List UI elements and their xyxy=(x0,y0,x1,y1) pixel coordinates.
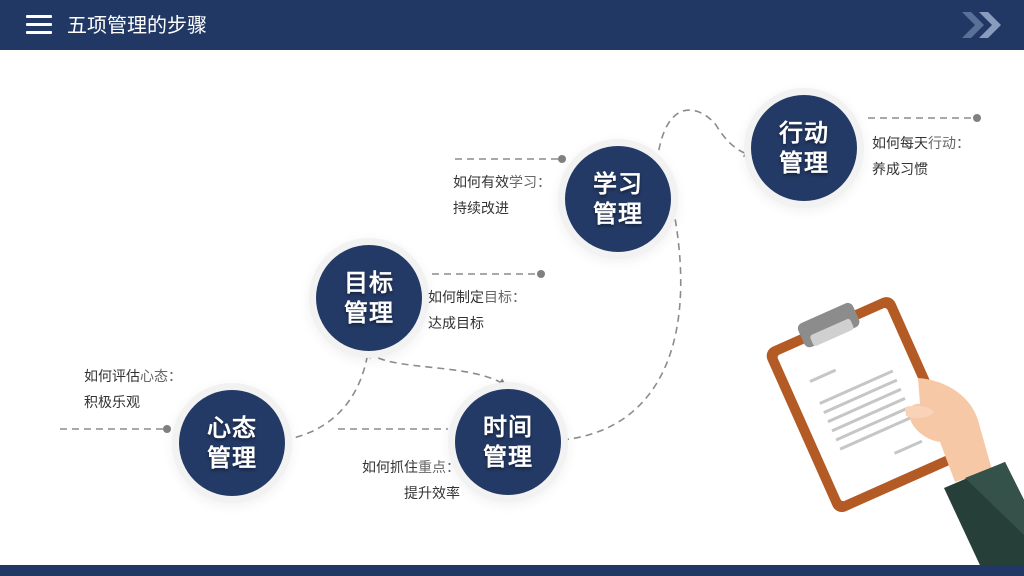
step-desc-goal: 如何制定目标： 达成目标 xyxy=(428,285,526,337)
step-label: 行动 管理 xyxy=(779,119,829,177)
step-desc-mindset: 如何评估心态： 积极乐观 xyxy=(84,364,182,416)
dash-dot-2 xyxy=(537,270,545,278)
step-label: 时间 管理 xyxy=(483,413,533,471)
step-desc-time: 如何抓住重点： 提升效率 xyxy=(355,455,460,507)
desc-keyword: 重点： xyxy=(418,460,460,476)
step-desc-action: 如何每天行动： 养成习惯 xyxy=(872,131,970,183)
flow-curve-4 xyxy=(656,109,752,163)
step-circle-action[interactable]: 行动 管理 xyxy=(751,95,857,201)
desc-text: 养成习惯 xyxy=(872,162,928,178)
desc-keyword: 学习： xyxy=(509,175,551,191)
step-desc-learning: 如何有效学习： 持续改进 xyxy=(453,170,551,222)
dash-dot-1 xyxy=(163,425,171,433)
step-circle-mindset[interactable]: 心态 管理 xyxy=(179,390,285,496)
step-label: 目标 管理 xyxy=(344,269,394,327)
flow-curve-3 xyxy=(561,200,682,441)
flow-curve-2 xyxy=(367,351,507,387)
footer-bar xyxy=(0,565,1024,576)
header-bar: 五项管理的步骤 xyxy=(0,0,1024,50)
desc-keyword: 心态： xyxy=(140,369,182,385)
dash-dot-5 xyxy=(973,114,981,122)
page-title: 五项管理的步骤 xyxy=(67,13,207,37)
step-label: 学习 管理 xyxy=(593,170,643,228)
flow-curve-1 xyxy=(283,350,372,441)
desc-keyword: 目标： xyxy=(484,290,526,306)
step-label: 心态 管理 xyxy=(207,414,257,472)
desc-text: 如何抓住 xyxy=(362,460,418,476)
double-chevron-right-icon[interactable] xyxy=(962,10,1008,40)
desc-text: 提升效率 xyxy=(404,486,460,502)
desc-text: 如何每天 xyxy=(872,136,928,152)
desc-text: 积极乐观 xyxy=(84,395,140,411)
desc-text: 如何评估 xyxy=(84,369,140,385)
step-circle-goal[interactable]: 目标 管理 xyxy=(316,245,422,351)
dash-dot-4 xyxy=(558,155,566,163)
step-circle-learning[interactable]: 学习 管理 xyxy=(565,146,671,252)
desc-text: 持续改进 xyxy=(453,201,509,217)
desc-text: 达成目标 xyxy=(428,316,484,332)
desc-text: 如何有效 xyxy=(453,175,509,191)
hamburger-menu-icon[interactable] xyxy=(26,15,52,35)
desc-keyword: 行动： xyxy=(928,136,970,152)
step-circle-time[interactable]: 时间 管理 xyxy=(455,389,561,495)
desc-text: 如何制定 xyxy=(428,290,484,306)
